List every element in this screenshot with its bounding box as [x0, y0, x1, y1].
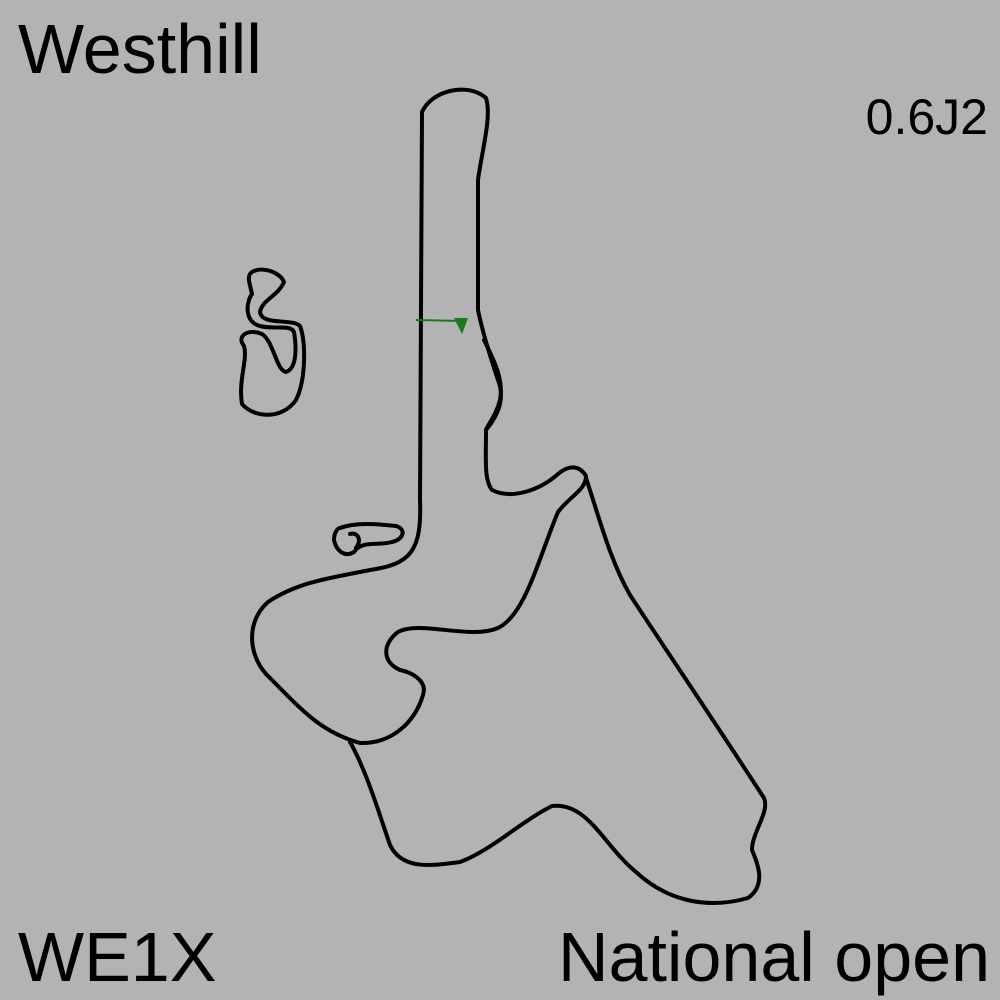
track-name: Westhill — [18, 10, 262, 88]
pit-lane-path — [482, 338, 503, 432]
start-finish-arrow-icon — [415, 318, 468, 334]
track-version: 0.6J2 — [865, 89, 988, 145]
main-circuit-path — [250, 87, 588, 746]
layout-name: National open — [558, 918, 990, 996]
detached-section-lower — [332, 522, 405, 557]
lower-circuit-path — [348, 476, 768, 905]
track-code: WE1X — [18, 918, 217, 996]
detached-section-upper — [239, 267, 307, 417]
